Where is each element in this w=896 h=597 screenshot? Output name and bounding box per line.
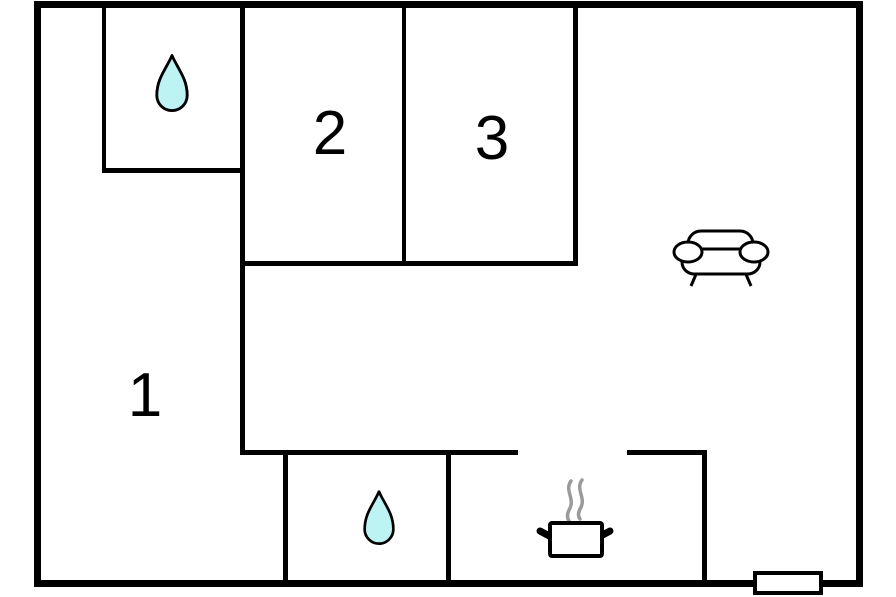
room-3-label: 3 (474, 104, 510, 173)
wall-bathroom-bottom-left (283, 454, 288, 581)
wall-bathroom-top-bottom (102, 168, 245, 173)
water-drop-icon (155, 54, 189, 112)
wall-bathroom-bottom-right (446, 454, 451, 581)
wall-kitchen-right (702, 450, 707, 581)
wall-between-room-2-3 (402, 7, 406, 261)
cooking-pot-icon (536, 478, 614, 558)
wall-bathroom-top-left (102, 7, 106, 173)
room-1-label: 1 (127, 361, 163, 430)
wall-hall-top (240, 450, 518, 455)
wall-kitchen-top (627, 450, 707, 455)
sofa-icon (672, 229, 770, 287)
water-drop-icon (363, 490, 395, 545)
wall-room-3-right (573, 7, 578, 266)
room-2-label: 2 (312, 99, 348, 168)
door-icon (753, 571, 823, 595)
wall-rooms-2-3-bottom (240, 261, 578, 266)
wall-main-vertical (240, 7, 245, 455)
